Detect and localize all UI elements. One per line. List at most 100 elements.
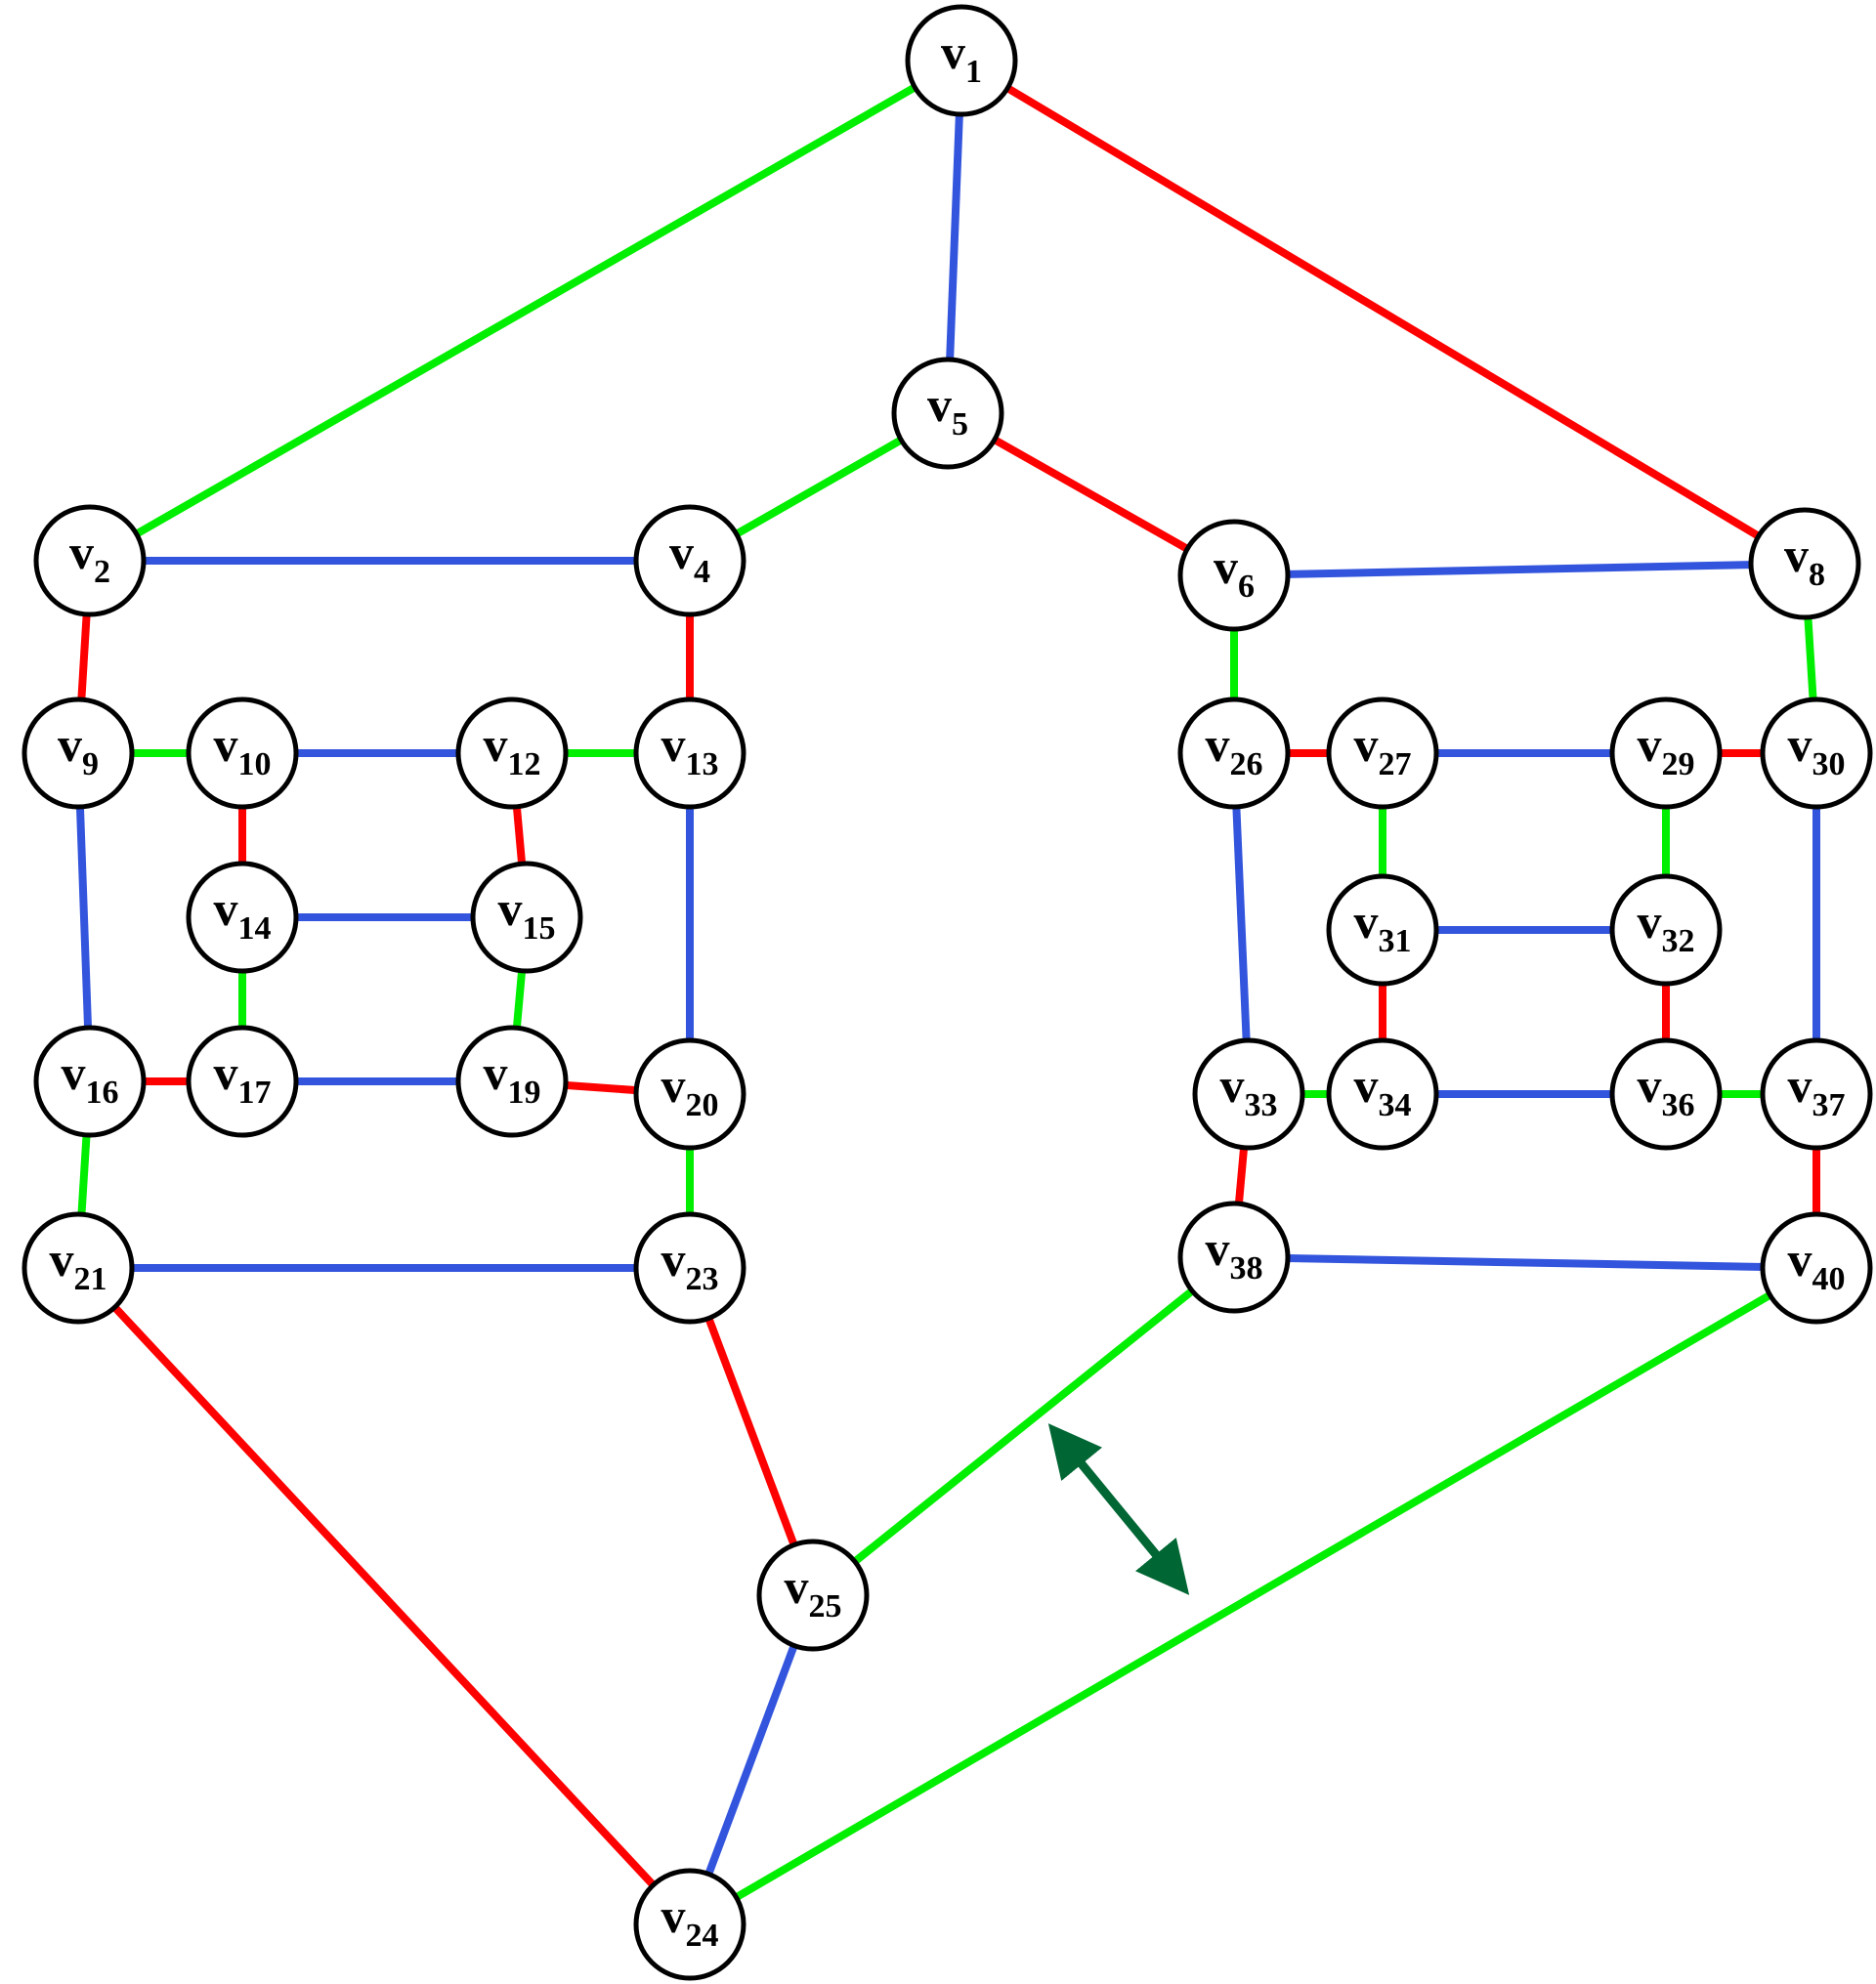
edge-v1-v8 [959, 57, 1808, 568]
node-label: v20 [661, 1058, 719, 1123]
node-label: v19 [484, 1045, 541, 1111]
node-label: v17 [214, 1045, 272, 1111]
node-label: v25 [785, 1559, 842, 1625]
node-label: v23 [661, 1232, 719, 1297]
node-circle [633, 1037, 746, 1151]
node-circle [1177, 1201, 1291, 1314]
node-v13: v13 [633, 697, 746, 810]
node-v25: v25 [756, 1539, 870, 1652]
node-v2: v2 [33, 504, 147, 617]
edges-layer [74, 57, 1820, 1928]
node-label: v32 [1638, 894, 1695, 959]
node-v15: v15 [470, 861, 583, 974]
node-circle [891, 357, 1004, 470]
node-circle [756, 1539, 870, 1652]
node-label: v14 [214, 881, 272, 947]
node-label: v5 [927, 377, 968, 443]
edge-v21-v24 [75, 1265, 693, 1927]
node-circle [186, 697, 299, 810]
node-circle [1609, 873, 1723, 987]
node-label: v33 [1220, 1058, 1278, 1123]
edge-v38-v40 [1233, 1253, 1817, 1272]
node-v31: v31 [1326, 873, 1439, 987]
node-v33: v33 [1192, 1037, 1305, 1151]
node-circle [186, 861, 299, 974]
node-circle [21, 697, 135, 810]
nodes-layer: v1 v2 v4 v5 v6 v8 v9 v10 v12 v13 v14 v15 v16 v17 v19 v2… [21, 4, 1873, 1981]
node-v27: v27 [1326, 697, 1439, 810]
node-v5: v5 [891, 357, 1004, 470]
node-label: v31 [1354, 894, 1412, 959]
node-v21: v21 [21, 1211, 135, 1325]
node-circle [633, 504, 746, 617]
node-v14: v14 [186, 861, 299, 974]
node-circle [186, 1025, 299, 1138]
node-label: v9 [58, 717, 99, 782]
node-v32: v32 [1609, 873, 1723, 987]
node-circle [1760, 1211, 1873, 1325]
edge-v25-v38 [810, 1253, 1237, 1599]
node-circle [1177, 519, 1291, 632]
node-circle [1326, 1037, 1439, 1151]
node-label: v24 [661, 1888, 719, 1954]
node-circle [1748, 507, 1861, 620]
node-v9: v9 [21, 697, 135, 810]
node-v8: v8 [1748, 507, 1861, 620]
node-circle [633, 1868, 746, 1981]
node-v36: v36 [1609, 1037, 1723, 1151]
node-circle [633, 697, 746, 810]
node-label: v21 [50, 1232, 107, 1297]
node-v24: v24 [633, 1868, 746, 1981]
node-circle [905, 4, 1018, 117]
node-label: v8 [1784, 528, 1825, 593]
node-circle [1177, 697, 1291, 810]
node-label: v13 [661, 717, 719, 782]
node-circle [33, 1025, 147, 1138]
node-circle [21, 1211, 135, 1325]
node-v38: v38 [1177, 1201, 1291, 1314]
edge-v25-v24 [686, 1593, 817, 1926]
node-circle [1609, 1037, 1723, 1151]
node-circle [455, 1025, 569, 1138]
node-v37: v37 [1760, 1037, 1873, 1151]
node-v29: v29 [1609, 697, 1723, 810]
node-circle [1326, 873, 1439, 987]
node-circle [455, 697, 569, 810]
node-label: v2 [69, 525, 110, 590]
node-label: v12 [484, 717, 541, 782]
node-circle [1326, 697, 1439, 810]
edge-v26-v33 [1230, 752, 1253, 1095]
node-label: v10 [214, 717, 272, 782]
node-label: v1 [941, 24, 982, 90]
node-v17: v17 [186, 1025, 299, 1138]
node-label: v37 [1788, 1058, 1846, 1123]
node-label: v36 [1638, 1058, 1695, 1123]
annotation-layer [1047, 1423, 1190, 1595]
node-v23: v23 [633, 1211, 746, 1325]
node-v34: v34 [1326, 1037, 1439, 1151]
node-v20: v20 [633, 1037, 746, 1151]
node-circle [1609, 697, 1723, 810]
node-circle [33, 504, 147, 617]
node-label: v15 [498, 881, 556, 947]
node-v30: v30 [1760, 697, 1873, 810]
node-circle [1760, 1037, 1873, 1151]
edge-v1-v5 [944, 60, 965, 414]
node-v26: v26 [1177, 697, 1291, 810]
node-label: v34 [1354, 1058, 1412, 1123]
node-circle [1192, 1037, 1305, 1151]
node-v10: v10 [186, 697, 299, 810]
node-v16: v16 [33, 1025, 147, 1138]
node-v1: v1 [905, 4, 1018, 117]
edge-v6-v8 [1233, 560, 1806, 579]
node-label: v16 [62, 1045, 119, 1111]
node-label: v27 [1354, 717, 1412, 782]
node-label: v6 [1214, 539, 1255, 605]
node-v6: v6 [1177, 519, 1291, 632]
node-label: v30 [1788, 717, 1846, 782]
node-label: v38 [1206, 1221, 1263, 1287]
node-v40: v40 [1760, 1211, 1873, 1325]
node-v4: v4 [633, 504, 746, 617]
edge-v23-v25 [686, 1266, 817, 1597]
node-label: v26 [1206, 717, 1263, 782]
